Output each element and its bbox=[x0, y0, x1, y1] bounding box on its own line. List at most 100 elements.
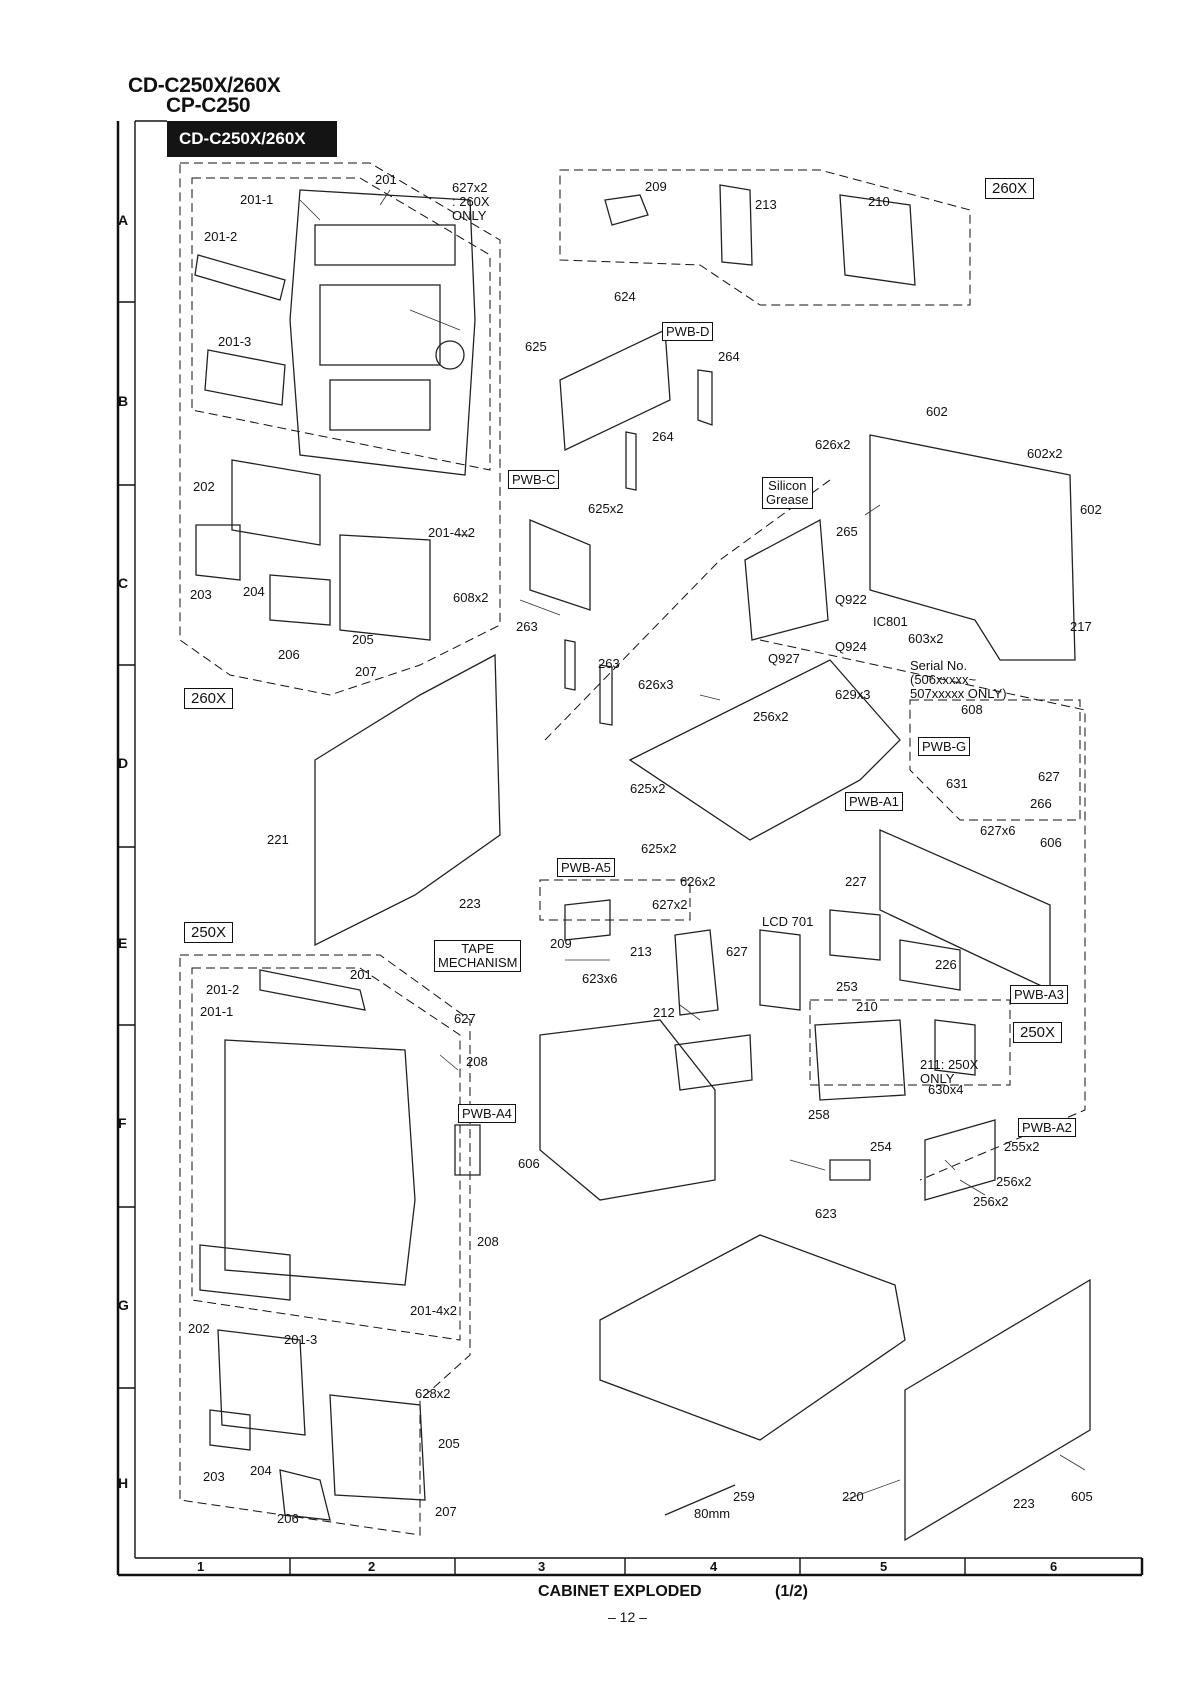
part-label-p263-b: 263 bbox=[598, 656, 620, 671]
note-627-260x-only: 627x2 : 260X ONLY bbox=[452, 180, 490, 223]
board-tag-pwb-g: PWB-G bbox=[918, 737, 971, 756]
part-label-p203-b: 203 bbox=[203, 1469, 225, 1484]
part-label-pLCD701: LCD 701 bbox=[762, 914, 814, 929]
part-label-p608x2: 608x2 bbox=[453, 590, 489, 605]
grid-row-e: E bbox=[118, 935, 128, 951]
board-tag-pwb-a5: PWB-A5 bbox=[557, 858, 615, 877]
part-label-p259: 259 bbox=[733, 1489, 755, 1504]
part-label-p623x6: 623x6 bbox=[582, 971, 618, 986]
part-label-p627-g: 627 bbox=[1038, 769, 1060, 784]
part-label-p258: 258 bbox=[808, 1107, 830, 1122]
part-label-p264-a: 264 bbox=[718, 349, 740, 364]
figure-part-number: (1/2) bbox=[775, 1583, 808, 1600]
variant-tag-250x-left: 250X bbox=[184, 922, 234, 943]
part-label-p629x3: 629x3 bbox=[835, 687, 871, 702]
part-label-p256x2-a: 256x2 bbox=[753, 709, 789, 724]
grid-col-5: 5 bbox=[880, 1559, 888, 1574]
part-label-p201-b: 201 bbox=[350, 967, 372, 982]
part-label-p212: 212 bbox=[653, 1005, 675, 1020]
part-label-p207-a: 207 bbox=[355, 664, 377, 679]
part-label-p202-a: 202 bbox=[193, 479, 215, 494]
part-label-pQ922: Q922 bbox=[835, 592, 867, 607]
part-label-p221: 221 bbox=[267, 832, 289, 847]
part-label-p254: 254 bbox=[870, 1139, 892, 1154]
part-label-p606-b: 606 bbox=[518, 1156, 540, 1171]
part-label-p602x2: 602x2 bbox=[1027, 446, 1063, 461]
part-label-p630x4: 630x4 bbox=[928, 1082, 964, 1097]
part-label-p80mm: 80mm bbox=[694, 1506, 731, 1521]
part-label-p201-4x2-a: 201-4x2 bbox=[428, 525, 475, 540]
part-label-p627-b: 627 bbox=[454, 1011, 476, 1026]
part-label-p226: 226 bbox=[935, 957, 957, 972]
tape-mechanism-tag: TAPE MECHANISM bbox=[434, 940, 522, 972]
part-label-p208-a: 208 bbox=[466, 1054, 488, 1069]
part-label-p201-2-b: 201-2 bbox=[206, 982, 240, 997]
grid-col-2: 2 bbox=[368, 1559, 376, 1574]
part-label-p265: 265 bbox=[836, 524, 858, 539]
part-label-p213-mid: 213 bbox=[630, 944, 652, 959]
part-label-p627-mid: 627 bbox=[726, 944, 748, 959]
part-label-p608-g: 608 bbox=[961, 702, 983, 717]
part-label-p201-3-a: 201-3 bbox=[218, 334, 252, 349]
part-label-p606-a: 606 bbox=[1040, 835, 1062, 850]
part-label-p206-b: 206 bbox=[277, 1511, 299, 1526]
part-label-p628x2: 628x2 bbox=[415, 1386, 451, 1401]
part-label-p205-a: 205 bbox=[352, 632, 374, 647]
part-label-p205-b: 205 bbox=[438, 1436, 460, 1451]
part-label-p203-a: 203 bbox=[190, 587, 212, 602]
board-tag-pwb-a2: PWB-A2 bbox=[1018, 1118, 1076, 1137]
model-title: CD-C250X/260X bbox=[128, 74, 281, 97]
part-label-p625x2-a: 625x2 bbox=[588, 501, 624, 516]
part-label-p201-3-b: 201-3 bbox=[284, 1332, 318, 1347]
grid-row-h: H bbox=[118, 1475, 129, 1491]
part-label-p201-a: 201 bbox=[375, 172, 397, 187]
part-label-p625x2-c: 625x2 bbox=[641, 841, 677, 856]
grid-row-b: B bbox=[118, 393, 129, 409]
part-label-p602-a: 602 bbox=[926, 404, 948, 419]
part-label-p210-top: 210 bbox=[868, 194, 890, 209]
part-label-p201-1-b: 201-1 bbox=[200, 1004, 234, 1019]
part-label-p201-2-a: 201-2 bbox=[204, 229, 238, 244]
grid-row-d: D bbox=[118, 755, 129, 771]
part-label-p625: 625 bbox=[525, 339, 547, 354]
part-label-p217: 217 bbox=[1070, 619, 1092, 634]
part-label-p207-b: 207 bbox=[435, 1504, 457, 1519]
part-label-p227: 227 bbox=[845, 874, 867, 889]
page-number: – 12 – bbox=[608, 1609, 647, 1625]
variant-tag-260x-left: 260X bbox=[184, 688, 234, 709]
variant-tag-250x-right: 250X bbox=[1013, 1022, 1063, 1043]
board-tag-pwb-a4: PWB-A4 bbox=[458, 1104, 516, 1123]
part-label-p204-b: 204 bbox=[250, 1463, 272, 1478]
part-label-pQ927: Q927 bbox=[768, 651, 800, 666]
grid-col-4: 4 bbox=[710, 1559, 718, 1574]
part-label-p253: 253 bbox=[836, 979, 858, 994]
grid-row-f: F bbox=[118, 1115, 127, 1131]
part-label-p602-b: 602 bbox=[1080, 502, 1102, 517]
part-label-p201-4x2-b: 201-4x2 bbox=[410, 1303, 457, 1318]
part-label-p202-b: 202 bbox=[188, 1321, 210, 1336]
grid-row-c: C bbox=[118, 575, 129, 591]
grid-row-a: A bbox=[118, 212, 129, 228]
part-label-p223-b: 223 bbox=[1013, 1496, 1035, 1511]
part-label-p625x2-b: 625x2 bbox=[630, 781, 666, 796]
part-label-p256x2-b: 256x2 bbox=[996, 1174, 1032, 1189]
model-banner: CD-C250X/260X bbox=[167, 121, 337, 157]
board-tag-pwb-a1: PWB-A1 bbox=[845, 792, 903, 811]
part-label-p210-mid: 210 bbox=[856, 999, 878, 1014]
figure-caption: CABINET EXPLODED bbox=[538, 1583, 702, 1600]
board-tag-pwb-c: PWB-C bbox=[508, 470, 560, 489]
note-211-250x-only: 211: 250X ONLY bbox=[920, 1057, 979, 1086]
part-label-p266: 266 bbox=[1030, 796, 1052, 811]
variant-tag-260x-top: 260X bbox=[985, 178, 1035, 199]
silicon-grease-tag: Silicon Grease bbox=[762, 477, 813, 509]
part-label-p627x2: 627x2 bbox=[652, 897, 688, 912]
board-tag-pwb-a3: PWB-A3 bbox=[1010, 985, 1068, 1004]
part-label-pQ924: Q924 bbox=[835, 639, 867, 654]
part-label-p204-a: 204 bbox=[243, 584, 265, 599]
part-label-p605: 605 bbox=[1071, 1489, 1093, 1504]
part-label-p624: 624 bbox=[614, 289, 636, 304]
part-label-p223-a: 223 bbox=[459, 896, 481, 911]
part-label-p626x3: 626x3 bbox=[638, 677, 674, 692]
part-label-p213-top: 213 bbox=[755, 197, 777, 212]
